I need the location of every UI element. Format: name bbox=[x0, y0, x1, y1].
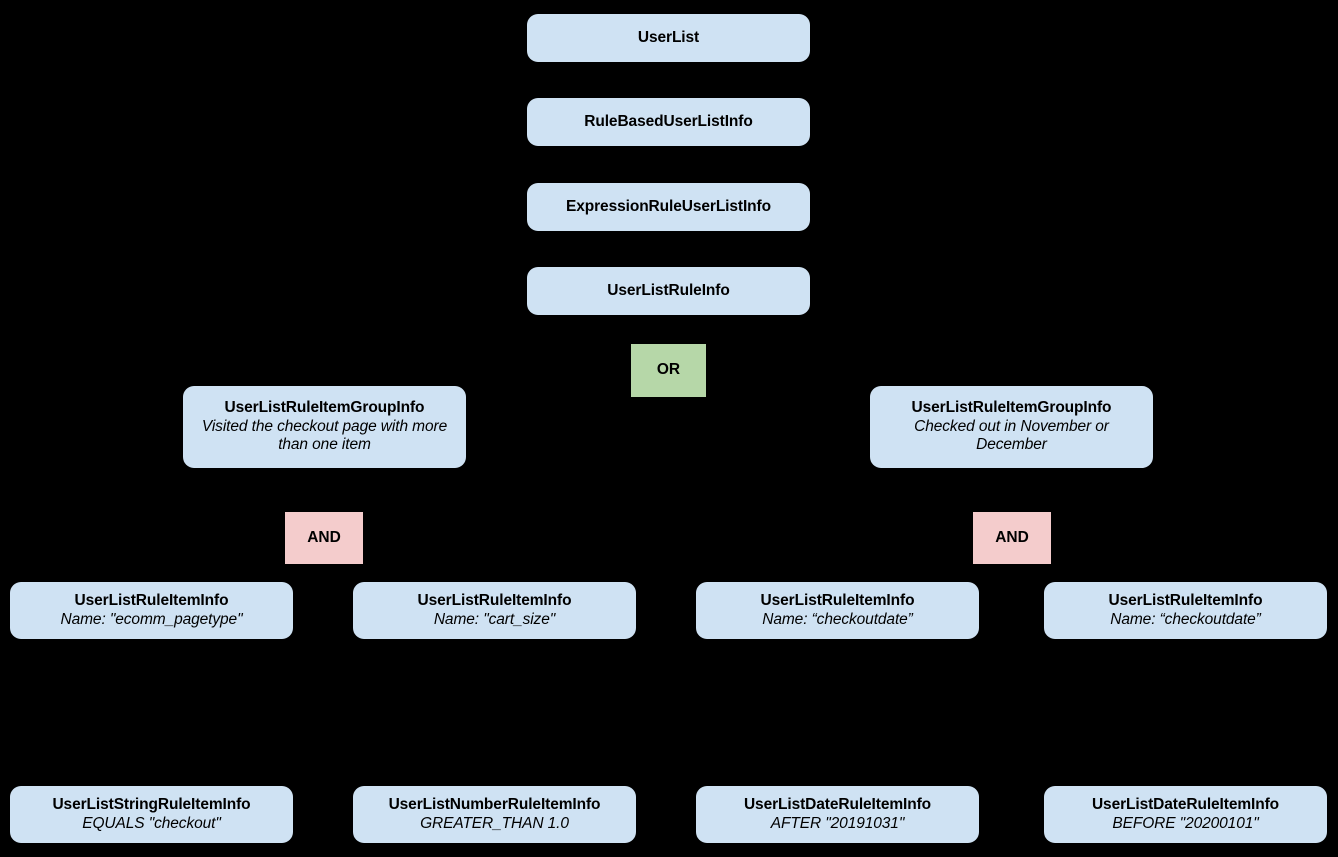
node-rule-based-user-list-info[interactable]: RuleBasedUserListInfo bbox=[527, 98, 810, 146]
node-leaf-2[interactable]: UserListNumberRuleItemInfo GREATER_THAN … bbox=[353, 786, 636, 843]
node-group-left-title: UserListRuleItemGroupInfo bbox=[224, 398, 425, 416]
node-item-2[interactable]: UserListRuleItemInfo Name: "cart_size" bbox=[353, 582, 636, 639]
node-operator-and-right[interactable]: AND bbox=[973, 512, 1051, 564]
node-leaf-3[interactable]: UserListDateRuleItemInfo AFTER "20191031… bbox=[696, 786, 979, 843]
node-user-list-title: UserList bbox=[637, 28, 700, 46]
edge-or-to-group-left-h bbox=[323, 395, 670, 398]
edge-item4-to-leaf4 bbox=[1185, 638, 1188, 786]
node-user-list-rule-info[interactable]: UserListRuleInfo bbox=[527, 267, 810, 315]
node-operator-or[interactable]: OR bbox=[631, 344, 706, 397]
node-leaf-4[interactable]: UserListDateRuleItemInfo BEFORE "2020010… bbox=[1044, 786, 1327, 843]
node-item-2-subtitle: Name: "cart_size" bbox=[433, 610, 556, 628]
node-leaf-2-subtitle: GREATER_THAN 1.0 bbox=[420, 814, 569, 832]
operator-and-left-label: AND bbox=[307, 528, 341, 546]
node-operator-and-left[interactable]: AND bbox=[285, 512, 363, 564]
node-item-4-subtitle: Name: “checkoutdate” bbox=[1110, 610, 1261, 628]
edge-ruleinfo-to-or bbox=[667, 315, 670, 347]
node-leaf-2-title: UserListNumberRuleItemInfo bbox=[388, 795, 601, 813]
arrowhead-leaf3 bbox=[829, 775, 847, 788]
node-item-1-title: UserListRuleItemInfo bbox=[74, 591, 229, 609]
node-item-3-title: UserListRuleItemInfo bbox=[760, 591, 915, 609]
arrowhead-leaf2 bbox=[486, 775, 504, 788]
arrowhead-item1 bbox=[143, 571, 161, 584]
node-group-right[interactable]: UserListRuleItemGroupInfo Checked out in… bbox=[870, 386, 1153, 468]
node-group-right-title: UserListRuleItemGroupInfo bbox=[911, 398, 1112, 416]
edge-group-left-to-and bbox=[322, 468, 325, 513]
node-item-1[interactable]: UserListRuleItemInfo Name: "ecomm_pagety… bbox=[10, 582, 293, 639]
node-leaf-3-subtitle: AFTER "20191031" bbox=[770, 814, 905, 832]
node-group-left[interactable]: UserListRuleItemGroupInfo Visited the ch… bbox=[183, 386, 466, 468]
arrowhead-item4 bbox=[1177, 571, 1195, 584]
edge-rulebased-to-expression bbox=[667, 146, 670, 194]
arrowhead-leaf1 bbox=[143, 775, 161, 788]
arrowhead-leaf4 bbox=[1177, 775, 1195, 788]
node-item-4[interactable]: UserListRuleItemInfo Name: “checkoutdate… bbox=[1044, 582, 1327, 639]
node-user-list-rule-info-title: UserListRuleInfo bbox=[607, 281, 730, 299]
node-leaf-4-subtitle: BEFORE "20200101" bbox=[1112, 814, 1259, 832]
edge-group-right-to-and bbox=[1010, 468, 1013, 513]
operator-or-label: OR bbox=[656, 361, 681, 379]
arrowhead-item3 bbox=[829, 571, 847, 584]
operator-and-right-label: AND bbox=[995, 528, 1029, 546]
edge-item2-to-leaf2 bbox=[494, 638, 497, 786]
node-user-list[interactable]: UserList bbox=[527, 14, 810, 62]
node-leaf-1-title: UserListStringRuleItemInfo bbox=[52, 795, 251, 813]
node-leaf-4-title: UserListDateRuleItemInfo bbox=[1091, 795, 1280, 813]
node-item-3-subtitle: Name: “checkoutdate” bbox=[762, 610, 913, 628]
node-item-3[interactable]: UserListRuleItemInfo Name: “checkoutdate… bbox=[696, 582, 979, 639]
arrowhead-group-right bbox=[1003, 375, 1021, 388]
arrowhead-group-left bbox=[315, 375, 333, 388]
node-expression-rule-user-list-info-title: ExpressionRuleUserListInfo bbox=[566, 197, 771, 215]
node-group-left-subtitle: Visited the checkout page with more than… bbox=[201, 417, 448, 454]
arrowhead-item2 bbox=[486, 571, 504, 584]
edge-or-to-group-right-h bbox=[667, 395, 1012, 398]
edge-expression-to-rulinfo bbox=[667, 231, 670, 279]
node-item-1-subtitle: Name: "ecomm_pagetype" bbox=[60, 610, 243, 628]
edge-item1-to-leaf1 bbox=[151, 638, 154, 786]
node-rule-based-user-list-info-title: RuleBasedUserListInfo bbox=[584, 112, 753, 130]
node-expression-rule-user-list-info[interactable]: ExpressionRuleUserListInfo bbox=[527, 183, 810, 231]
node-item-4-title: UserListRuleItemInfo bbox=[1108, 591, 1263, 609]
node-group-right-subtitle: Checked out in November or December bbox=[914, 417, 1109, 454]
node-leaf-3-title: UserListDateRuleItemInfo bbox=[743, 795, 932, 813]
node-item-2-title: UserListRuleItemInfo bbox=[417, 591, 572, 609]
node-leaf-1-subtitle: EQUALS "checkout" bbox=[82, 814, 221, 832]
edge-item3-to-leaf3 bbox=[837, 638, 840, 786]
node-leaf-1[interactable]: UserListStringRuleItemInfo EQUALS "check… bbox=[10, 786, 293, 843]
edge-userlist-to-rulebased bbox=[667, 62, 670, 110]
